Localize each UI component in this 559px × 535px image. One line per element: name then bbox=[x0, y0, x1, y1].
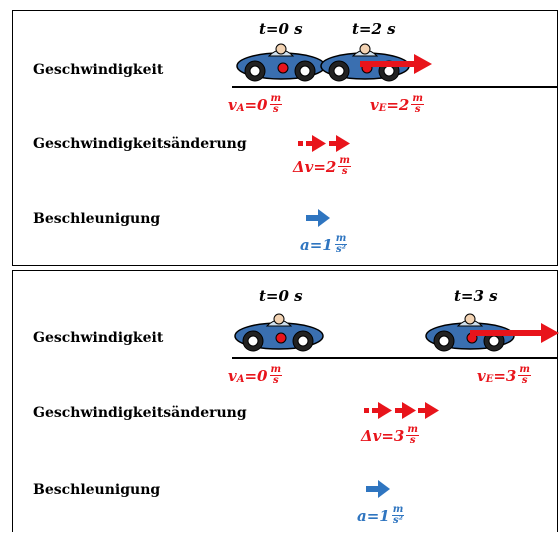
start-velocity-sub: A bbox=[236, 103, 245, 114]
velocity-arrow bbox=[360, 54, 432, 74]
velocity-change-unit-den: s bbox=[409, 435, 416, 446]
velocity-arrow bbox=[470, 323, 559, 343]
end-velocity-unit-den: s bbox=[521, 375, 528, 386]
velocity-change-label: Geschwindigkeitsänderung bbox=[33, 136, 247, 152]
start-velocity-symbol: v bbox=[228, 95, 237, 114]
end-velocity-symbol: v bbox=[477, 366, 486, 385]
race-car-start bbox=[236, 43, 326, 82]
acceleration-arrow bbox=[366, 480, 390, 498]
acceleration-label: Beschleunigung bbox=[33, 211, 161, 227]
start-velocity-unit-num: m bbox=[269, 364, 283, 376]
acceleration-amount: =1 bbox=[309, 235, 333, 254]
velocity-change-unit-den: s bbox=[341, 166, 348, 177]
acceleration-symbol: a bbox=[300, 235, 310, 254]
acceleration-unit-num: m bbox=[334, 233, 348, 245]
ground-line bbox=[232, 86, 557, 88]
start-velocity-sub: A bbox=[236, 374, 245, 385]
start-velocity-value: =0 bbox=[244, 366, 268, 385]
start-velocity-unit-den: s bbox=[272, 104, 279, 115]
panel-3-seconds bbox=[12, 270, 558, 532]
acceleration-unit-den: s² bbox=[336, 244, 347, 255]
acceleration-unit-den: s² bbox=[393, 515, 404, 526]
time-end-label: t=3 s bbox=[454, 287, 498, 305]
end-velocity-unit-den: s bbox=[414, 104, 421, 115]
end-velocity-value: =3 bbox=[493, 366, 517, 385]
velocity-change-symbol: Δv bbox=[361, 426, 382, 445]
velocity-change-amount: =2 bbox=[313, 157, 337, 176]
velocity-change-arrows bbox=[298, 135, 350, 152]
velocity-label: Geschwindigkeit bbox=[33, 62, 164, 78]
start-velocity-value: =0 bbox=[244, 95, 268, 114]
time-start-label: t=0 s bbox=[259, 20, 303, 38]
acceleration-amount: =1 bbox=[366, 506, 390, 525]
velocity-label: Geschwindigkeit bbox=[33, 330, 164, 346]
end-velocity-unit-num: m bbox=[411, 93, 424, 105]
acceleration-symbol: a bbox=[357, 506, 367, 525]
velocity-change-unit-num: m bbox=[406, 424, 419, 436]
velocity-change-symbol: Δv bbox=[293, 157, 314, 176]
acceleration-label: Beschleunigung bbox=[33, 482, 161, 498]
velocity-change-amount: =3 bbox=[381, 426, 405, 445]
velocity-change-unit-num: m bbox=[338, 155, 351, 167]
end-velocity-sub: E bbox=[378, 103, 387, 114]
end-velocity-symbol: v bbox=[370, 95, 379, 114]
start-velocity-unit-den: s bbox=[272, 375, 279, 386]
acceleration-unit-num: m bbox=[391, 504, 405, 516]
ground-line bbox=[232, 357, 557, 359]
velocity-change-arrows bbox=[364, 402, 439, 419]
time-start-label: t=0 s bbox=[259, 287, 303, 305]
velocity-change-label: Geschwindigkeitsänderung bbox=[33, 405, 247, 421]
race-car-start bbox=[234, 313, 324, 352]
end-velocity-unit-num: m bbox=[518, 364, 531, 376]
time-end-label: t=2 s bbox=[352, 20, 396, 38]
start-velocity-unit-num: m bbox=[269, 93, 283, 105]
acceleration-arrow bbox=[306, 209, 330, 227]
end-velocity-value: =2 bbox=[386, 95, 410, 114]
end-velocity-sub: E bbox=[485, 374, 494, 385]
start-velocity-symbol: v bbox=[228, 366, 237, 385]
